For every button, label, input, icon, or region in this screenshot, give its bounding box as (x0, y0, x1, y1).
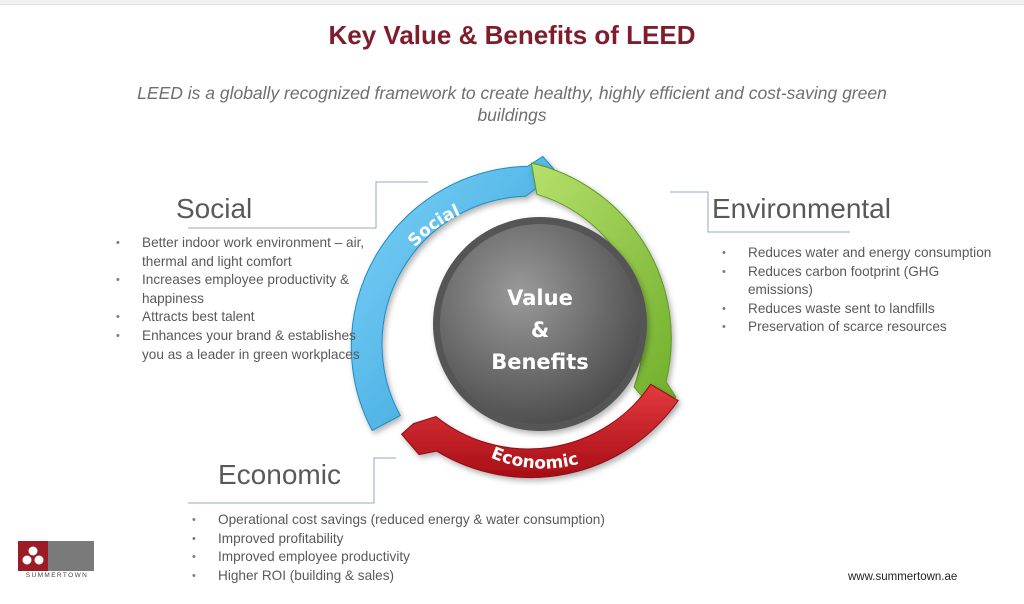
environmental-heading: Environmental (712, 193, 891, 224)
social-heading: Social (176, 193, 253, 224)
environmental-bullet: Reduces waste sent to landfills (722, 300, 1002, 319)
economic-arc (400, 383, 679, 479)
economic-bullet: Improved employee productivity (192, 548, 712, 567)
economic-connector-line (188, 457, 396, 504)
economic-bullet: Operational cost savings (reduced energy… (192, 511, 712, 530)
center-label-value: Value (507, 286, 573, 310)
summertown-logo-icon (18, 541, 94, 571)
social-bullet: Increases employee productivity & happin… (116, 271, 374, 308)
center-label-ampersand: & (531, 318, 549, 342)
environmental-bullet-list: Reduces water and energy consumption Red… (722, 244, 1002, 337)
center-label-benefits: Benefits (491, 350, 589, 374)
logo-wordmark: SUMMERTOWN (25, 572, 89, 579)
social-bullet-list: Better indoor work environment – air, th… (116, 234, 374, 364)
center-circle (440, 224, 640, 424)
slide-title: Key Value & Benefits of LEED (328, 20, 696, 50)
social-connector-line (188, 181, 428, 229)
environmental-bullet: Reduces carbon footprint (GHG emissions) (722, 263, 1002, 300)
economic-bullet: Higher ROI (building & sales) (192, 567, 712, 586)
social-arc (350, 155, 556, 432)
social-bullet: Better indoor work environment – air, th… (116, 234, 374, 271)
environmental-bullet: Reduces water and energy consumption (722, 244, 1002, 263)
top-rule (0, 0, 1024, 5)
environmental-connector-line (670, 191, 850, 233)
environmental-bullet: Preservation of scarce resources (722, 318, 1002, 337)
website-url: www.summertown.ae (848, 571, 958, 583)
slide-subtitle: LEED is a globally recognized framework … (137, 83, 887, 125)
economic-bullet-list: Operational cost savings (reduced energy… (192, 511, 712, 585)
economic-heading: Economic (218, 459, 341, 490)
economic-bullet: Improved profitability (192, 530, 712, 549)
social-bullet: Enhances your brand & establishes you as… (116, 327, 374, 364)
social-bullet: Attracts best talent (116, 308, 374, 327)
